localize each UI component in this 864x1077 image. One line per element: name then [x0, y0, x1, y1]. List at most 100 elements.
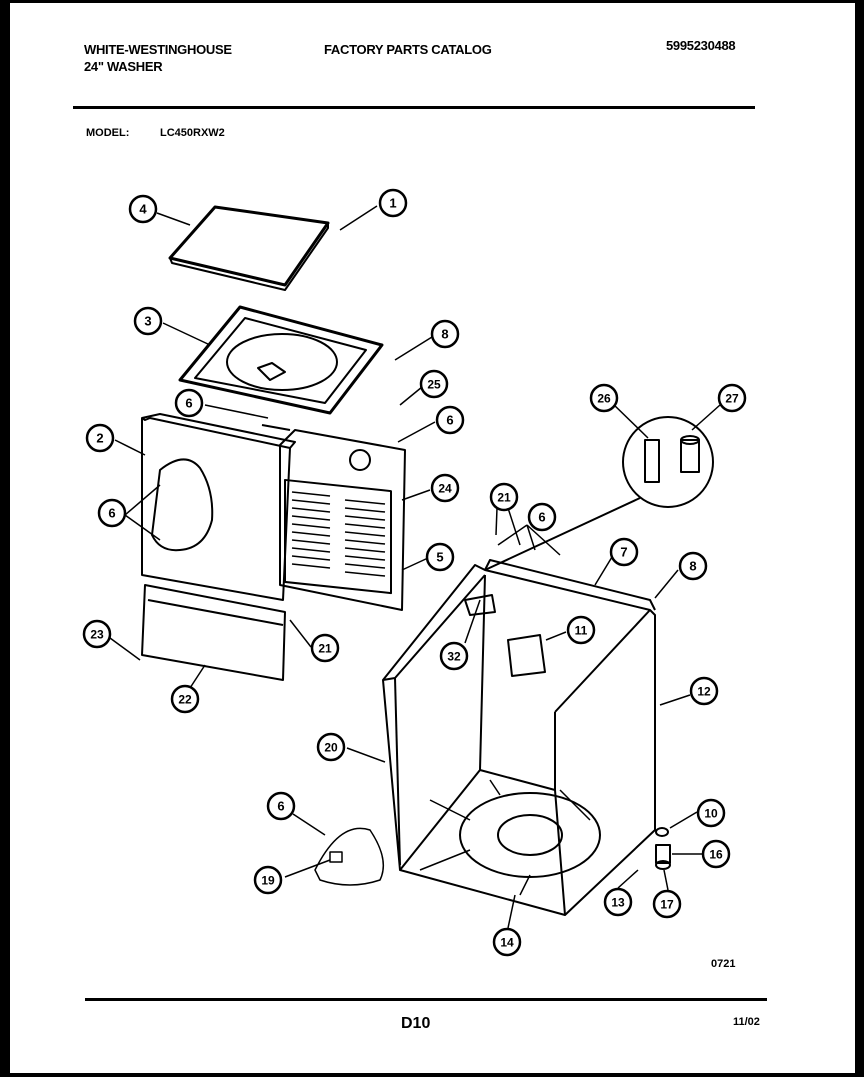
callout-circle — [435, 405, 465, 435]
callout-c20: 20 — [316, 732, 346, 762]
callout-label: 6 — [108, 506, 115, 521]
callout-circle — [589, 383, 619, 413]
callout-circle — [378, 188, 408, 218]
callout-circle — [310, 633, 340, 663]
callout-circle — [609, 537, 639, 567]
part-top-cover — [178, 305, 384, 415]
callout-label: 13 — [611, 896, 625, 910]
footer-date: 11/02 — [733, 1016, 760, 1028]
callout-label: 6 — [185, 396, 192, 411]
callout-circle — [253, 865, 283, 895]
callout-label: 16 — [709, 848, 723, 862]
callout-label: 2 — [96, 431, 103, 446]
callout-circle — [266, 791, 296, 821]
callout-label: 19 — [261, 874, 275, 888]
callout-label: 7 — [620, 545, 627, 560]
callout-label: 11 — [575, 624, 588, 638]
callout-c5: 5 — [425, 542, 455, 572]
footer-rule — [85, 998, 767, 1001]
callout-circle — [566, 615, 596, 645]
callout-c6c: 6 — [97, 498, 127, 528]
header-rule — [73, 106, 755, 109]
callout-circle — [316, 732, 346, 762]
callout-circle — [527, 502, 557, 532]
callout-circle — [492, 927, 522, 957]
callout-label: 10 — [704, 807, 718, 821]
callout-label: 14 — [500, 936, 514, 950]
callout-circle — [701, 839, 731, 869]
callout-c13: 13 — [603, 887, 633, 917]
callout-circle — [696, 798, 726, 828]
callout-label: 26 — [597, 392, 611, 406]
page-code: D10 — [401, 1015, 431, 1032]
callout-label: 3 — [144, 314, 151, 329]
callout-c19: 19 — [253, 865, 283, 895]
callout-label: 6 — [446, 413, 453, 428]
model-label: MODEL: — [86, 127, 130, 139]
part-console — [141, 413, 296, 601]
part-cabinet — [382, 559, 656, 916]
callout-c6b: 6 — [435, 405, 465, 435]
callout-c6d: 6 — [527, 502, 557, 532]
callout-c3: 3 — [133, 306, 163, 336]
callout-c6a: 6 — [174, 388, 204, 418]
callout-circle — [425, 542, 455, 572]
part-lid — [168, 205, 330, 291]
callout-c16: 16 — [701, 839, 731, 869]
callout-label: 8 — [441, 327, 448, 342]
callout-circle — [133, 306, 163, 336]
callout-c22: 22 — [170, 684, 200, 714]
callout-circle — [170, 684, 200, 714]
callout-label: 1 — [389, 196, 396, 211]
callout-c8b: 8 — [678, 551, 708, 581]
part-lower-panel — [141, 584, 286, 681]
callout-label: 6 — [538, 510, 545, 525]
callout-circle — [82, 619, 112, 649]
part-back-panel — [279, 429, 406, 611]
model-value: LC450RXW2 — [160, 127, 225, 139]
callout-c10: 10 — [696, 798, 726, 828]
callout-circle — [689, 676, 719, 706]
callout-label: 20 — [324, 741, 338, 755]
callout-circle — [419, 369, 449, 399]
callout-c24: 24 — [430, 473, 460, 503]
callout-label: 6 — [277, 799, 284, 814]
callout-circle — [174, 388, 204, 418]
part-valve — [655, 827, 671, 870]
callout-label: 21 — [318, 642, 332, 656]
callout-c7: 7 — [609, 537, 639, 567]
callout-label: 8 — [689, 559, 696, 574]
callout-c11: 11 — [566, 615, 596, 645]
callout-c4: 4 — [128, 194, 158, 224]
callout-circle — [717, 383, 747, 413]
callout-circle — [652, 889, 682, 919]
catalog-sheet — [10, 3, 855, 1073]
callout-c2: 2 — [85, 423, 115, 453]
callout-c32: 32 — [439, 641, 469, 671]
callout-circle — [85, 423, 115, 453]
callout-c23: 23 — [82, 619, 112, 649]
callout-label: 17 — [660, 898, 674, 912]
callout-c21b: 21 — [489, 482, 519, 512]
brand-name: WHITE-WESTINGHOUSE — [84, 42, 232, 57]
callout-label: 22 — [178, 693, 192, 707]
callout-label: 32 — [447, 650, 461, 664]
part-detail-circle — [484, 416, 714, 571]
callout-label: 12 — [697, 685, 711, 699]
callout-circle — [603, 887, 633, 917]
callout-label: 24 — [438, 482, 452, 496]
callout-c12: 12 — [689, 676, 719, 706]
callout-circle — [430, 319, 460, 349]
callout-c21a: 21 — [310, 633, 340, 663]
callout-c27: 27 — [717, 383, 747, 413]
callout-label: 4 — [139, 202, 147, 217]
callout-label: 21 — [497, 491, 511, 505]
catalog-title: FACTORY PARTS CATALOG — [324, 42, 492, 57]
part-pump — [314, 827, 385, 886]
callout-c6e: 6 — [266, 791, 296, 821]
callout-c25: 25 — [419, 369, 449, 399]
callout-label: 25 — [427, 378, 441, 392]
callout-c26: 26 — [589, 383, 619, 413]
